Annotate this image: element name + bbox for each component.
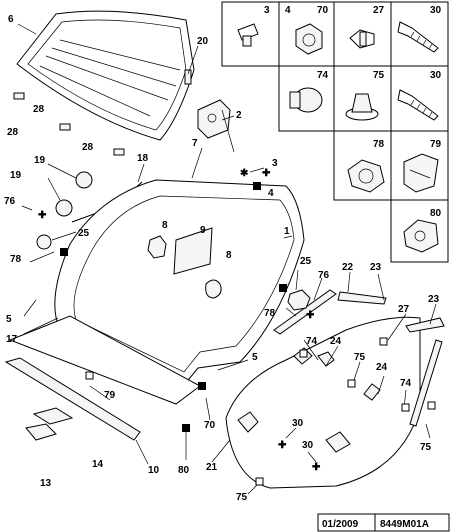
callout-label: 79 [430,139,442,150]
callout-label: 30 [430,5,442,16]
callout-label: 4 [268,188,274,199]
footer-date: 01/2009 [322,519,359,530]
callout-label: 5 [252,352,258,363]
inner-trim-panel [225,316,421,489]
callout-label: 25 [78,228,90,239]
callout-label: 22 [342,262,354,273]
clip-79-icon [403,153,439,193]
footer-reference: 8449M01A [380,519,429,530]
handle-14-icon [32,407,74,425]
callout-label: 70 [204,420,216,431]
callout-label: 7 [192,138,198,149]
callout-label: 21 [206,462,218,473]
callout-label: 27 [373,5,385,16]
callout-label: 28 [7,127,19,138]
pad-28c [113,148,125,156]
callout-label: 19 [10,170,22,181]
callout-label: 24 [376,362,388,373]
callout-label: 79 [104,390,116,401]
callout-label: 78 [264,308,276,319]
callout-label: 30 [430,70,442,81]
clip-27-icon [349,29,375,49]
clip-80-icon [403,219,439,253]
screw-30b-icon [397,89,439,121]
svg-text:✚: ✚ [312,462,321,473]
callout-label: 13 [40,478,52,489]
spacer-20 [184,69,192,85]
callout-label: 2 [236,110,242,121]
callout-label: 75 [420,442,432,453]
clip-75-icon [345,93,379,121]
svg-text:✱: ✱ [240,168,249,179]
side-trims [273,289,445,427]
svg-text:✚: ✚ [306,310,315,321]
nut-4-70-icon [295,23,323,55]
callout-label: 4 [285,5,291,16]
callout-label: 18 [137,153,149,164]
handle-13-icon [25,423,57,441]
tailgate-panel [54,179,305,391]
callout-label: 9 [200,225,206,236]
callout-label: 3 [272,158,278,169]
callout-label: 70 [317,5,329,16]
callout-label: 74 [317,70,329,81]
callout-label: 74 [400,378,412,389]
callout-label: 30 [302,440,314,451]
callout-label: 23 [428,294,440,305]
callout-label: 3 [264,5,270,16]
callout-label: 75 [236,492,248,503]
svg-text:✚: ✚ [278,440,287,451]
callout-label: 14 [92,459,104,470]
callout-label: 27 [398,304,410,315]
screw-30-icon [397,21,439,53]
callout-label: 23 [370,262,382,273]
assembly-markers: ✚ ✚ ✚ ✚ ✚ ✱ [38,168,436,486]
callout-label: 8 [162,220,168,231]
nut-78-icon [347,159,385,193]
washer-25b-icon [36,234,52,250]
callout-label: 25 [300,256,312,267]
callout-labels: 3 4 70 27 30 74 75 30 78 79 80 6 20 28 2… [4,5,442,503]
callout-label: 10 [148,465,160,476]
fastener-panel [221,1,449,263]
hinge-25-icon [287,289,311,311]
callout-label: 6 [8,14,14,25]
svg-text:✚: ✚ [38,210,47,221]
callout-label: 20 [197,36,209,47]
callout-label: 28 [33,104,45,115]
cap-74-icon [289,87,323,113]
callout-label: 5 [6,314,12,325]
callout-label: 75 [354,352,366,363]
fastener-3-icon [237,23,259,47]
leader-lines [17,23,437,495]
callout-label: 74 [306,336,318,347]
callout-label: 76 [318,270,330,281]
callout-label: 76 [4,196,16,207]
callout-label: 24 [330,336,342,347]
callout-label: 78 [10,254,22,265]
pad-28b [59,123,71,131]
svg-text:✚: ✚ [262,168,271,179]
callout-label: 1 [284,226,290,237]
callout-label: 80 [430,208,442,219]
callout-label: 30 [292,418,304,429]
callout-label: 17 [6,334,18,345]
callout-label: 80 [178,465,190,476]
callout-label: 75 [373,70,385,81]
rear-window-glass [16,10,195,141]
callout-label: 78 [373,139,385,150]
callout-label: 8 [226,250,232,261]
pad-28a [13,92,25,100]
callout-label: 28 [82,142,94,153]
callout-label: 19 [34,155,46,166]
footer: 01/2009 8449M01A [317,513,450,532]
lower-trim-strip [4,315,201,441]
